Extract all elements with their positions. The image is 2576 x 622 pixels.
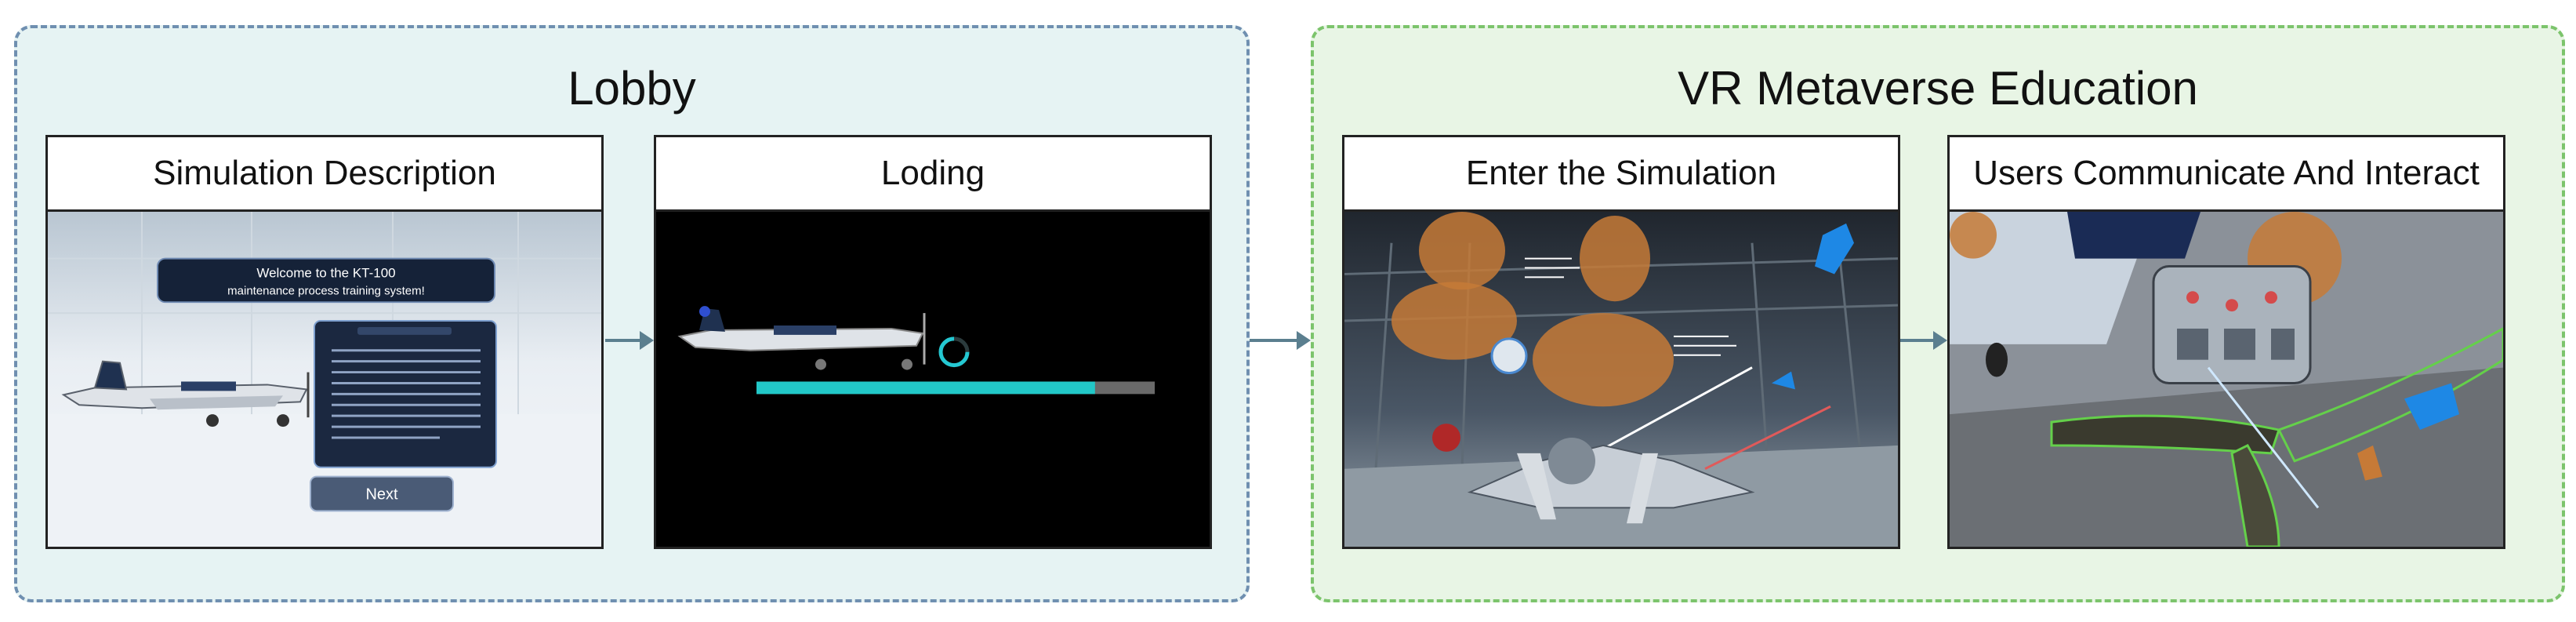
panel-title: Enter the Simulation [1344,137,1898,212]
lobby-title: Lobby [568,62,696,115]
welcome-line-2: maintenance process training system! [227,284,425,297]
users-interact-screenshot [1950,212,2503,547]
arrow-icon [1250,331,1311,350]
next-button-label: Next [365,486,398,503]
panel-title: Users Communicate And Interact [1950,137,2503,212]
panel-users-interact: Users Communicate And Interact [1947,135,2505,549]
panel-title: Simulation Description [48,137,601,212]
welcome-line-1: Welcome to the KT-100 [256,265,395,280]
arrow-icon [605,331,654,350]
vr-education-title: VR Metaverse Education [1678,62,2198,115]
aircraft-model-icon [677,306,926,370]
arrow-icon [1900,331,1947,350]
panel-simulation-description: Simulation Description Welcome to the KT… [45,135,604,549]
panel-title: Loding [656,137,1210,212]
next-button[interactable] [310,475,454,512]
progress-fill [756,381,1095,395]
aircraft-model-icon [61,360,310,427]
panel-enter-simulation: Enter the Simulation [1342,135,1900,549]
panel-loading: Loding [654,135,1212,549]
simulation-description-screenshot: Welcome to the KT-100 maintenance proces… [48,212,601,547]
loading-screenshot [656,212,1210,547]
enter-simulation-screenshot [1344,212,1898,547]
